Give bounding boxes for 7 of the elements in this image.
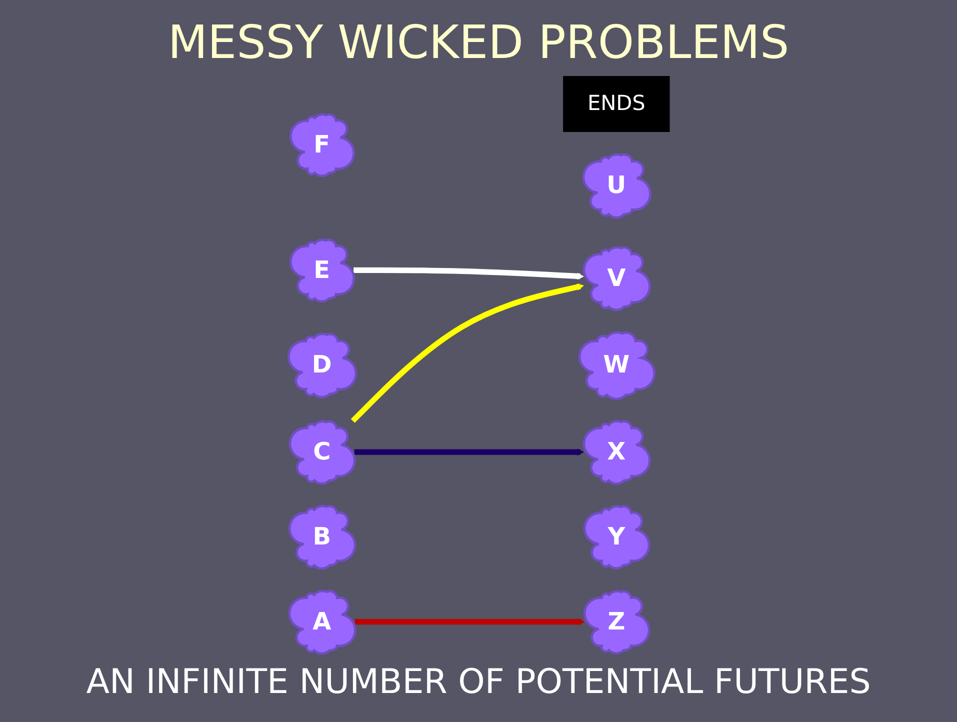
title: MESSY WICKED PROBLEMS: [168, 14, 790, 70]
arrow: [354, 618, 584, 626]
arrow: [350, 284, 584, 423]
arrow: [353, 267, 584, 280]
arrow: [354, 448, 584, 456]
caption: AN INFINITE NUMBER OF POTENTIAL FUTURES: [86, 661, 871, 704]
node-box: ENDS: [562, 76, 670, 132]
